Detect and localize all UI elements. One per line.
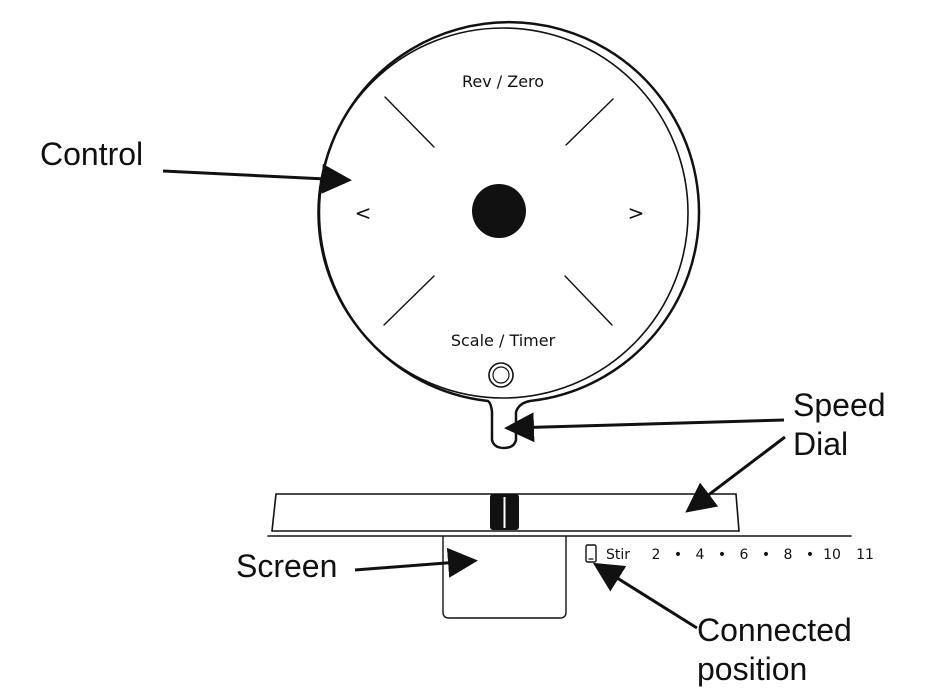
scale-dot-4: •: [806, 547, 814, 563]
phone-icon: [585, 544, 597, 563]
scale-stir: Stir: [606, 547, 630, 563]
indicator-light: [488, 362, 514, 388]
scale-dot-1: •: [674, 547, 682, 563]
callout-screen: Screen: [236, 548, 337, 584]
scale-4: 4: [696, 547, 705, 563]
callout-speed-dial-line1: Speed: [793, 387, 886, 423]
center-button[interactable]: [472, 184, 526, 238]
control-dial: Rev / Zero Scale / Timer < >: [317, 20, 701, 450]
callout-speed-dial-line2: Dial: [793, 426, 848, 462]
speed-dial-knob[interactable]: [490, 494, 519, 530]
scale-timer-button[interactable]: Scale / Timer: [451, 331, 556, 350]
speed-dial-bar: [267, 493, 852, 537]
right-arrow-button[interactable]: >: [628, 201, 645, 225]
rev-zero-button[interactable]: Rev / Zero: [462, 72, 544, 91]
scale-dot-2: •: [718, 547, 726, 563]
speed-scale: Stir 2 • 4 • 6 • 8 • 10 11: [585, 544, 874, 563]
divider-bottom-left: [383, 275, 435, 326]
arrow-speed-dial-to-nub: [504, 412, 785, 443]
screen-panel: [442, 536, 567, 619]
arrow-speed-dial-to-bar: [685, 435, 786, 513]
scale-2: 2: [652, 547, 661, 563]
divider-bottom-right: [564, 275, 613, 326]
arrow-connected: [592, 562, 698, 630]
left-arrow-button[interactable]: <: [355, 201, 372, 225]
control-dial-inner-ring: [317, 27, 689, 399]
scale-11: 11: [856, 547, 874, 563]
scale-10: 10: [823, 547, 841, 563]
divider-top-right: [565, 98, 614, 146]
divider-top-left: [384, 96, 435, 148]
arrow-screen: [354, 547, 478, 578]
callout-connected-line1: Connected: [697, 612, 852, 648]
scale-8: 8: [784, 547, 793, 563]
callout-connected-line2: position: [697, 651, 807, 687]
callout-control: Control: [40, 136, 143, 172]
control-dial-outline: [317, 20, 701, 450]
scale-dot-3: •: [762, 547, 770, 563]
scale-6: 6: [740, 547, 749, 563]
arrow-control: [162, 163, 352, 194]
